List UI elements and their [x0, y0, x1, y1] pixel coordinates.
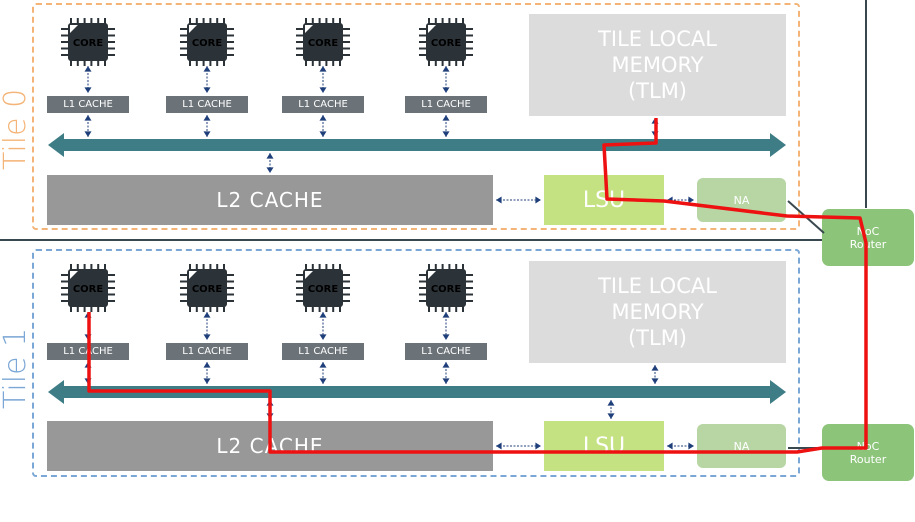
- core-chip-icon: CORE: [61, 18, 115, 66]
- tile-0-frame: [32, 3, 800, 230]
- l1-cache-1: L1 CACHE: [166, 96, 248, 113]
- red-data-path: [87, 118, 868, 454]
- core-label: CORE: [73, 38, 104, 49]
- core-chip-icon: CORE: [180, 18, 234, 66]
- l1-bus-arrow: [84, 115, 92, 137]
- core-l1-arrow: [203, 312, 211, 340]
- core-l1-arrow: [319, 66, 327, 93]
- l1-cache-2: L1 CACHE: [282, 96, 364, 113]
- router-line: Router: [849, 237, 887, 251]
- core-label: CORE: [192, 38, 223, 49]
- tlm-line: TILE LOCAL: [598, 27, 717, 51]
- tlm-line: MEMORY: [611, 53, 704, 77]
- l1-cache-1: L1 CACHE: [166, 343, 248, 360]
- core-label: CORE: [192, 284, 223, 295]
- bus-arrow: [48, 380, 786, 404]
- bus-lsu-arrow: [607, 400, 615, 419]
- l1-cache-3: L1 CACHE: [405, 96, 487, 113]
- l1-cache-0: L1 CACHE: [47, 96, 129, 113]
- core-l1-arrow: [442, 66, 450, 93]
- core-chip-icon: CORE: [296, 18, 350, 66]
- l1-bus-arrow: [319, 115, 327, 137]
- lsu-na-arrow: [667, 442, 694, 450]
- l1-bus-arrow: [442, 362, 450, 384]
- core-label: CORE: [308, 38, 339, 49]
- core-label: CORE: [73, 284, 104, 295]
- core-l1-arrow: [442, 312, 450, 340]
- router-line: Router: [849, 452, 887, 466]
- l1-cache-3: L1 CACHE: [405, 343, 487, 360]
- lsu-block: LSU: [544, 421, 664, 471]
- l1-bus-arrow: [203, 362, 211, 384]
- bus-l2-arrow: [266, 153, 274, 173]
- core-chip-icon: CORE: [419, 18, 473, 66]
- l1-cache-2: L1 CACHE: [282, 343, 364, 360]
- core-label: CORE: [308, 284, 339, 295]
- l2-cache: L2 CACHE: [47, 175, 493, 225]
- core-label: CORE: [431, 284, 462, 295]
- core-l1-arrow: [319, 312, 327, 340]
- tlm-line: MEMORY: [611, 300, 704, 324]
- tlm-line: (TLM): [627, 326, 688, 350]
- tlm-line: TILE LOCAL: [598, 274, 717, 298]
- core-chip-icon: CORE: [61, 264, 115, 312]
- l1-bus-arrow: [319, 362, 327, 384]
- core-chip-icon: CORE: [419, 264, 473, 312]
- l1-bus-arrow: [442, 115, 450, 137]
- tlm-line: (TLM): [627, 79, 688, 103]
- tlm-bus-arrow: [651, 365, 659, 384]
- l2-lsu-arrow: [496, 196, 541, 204]
- bus-arrow: [48, 133, 786, 157]
- core-l1-arrow: [84, 66, 92, 93]
- l1-bus-arrow: [203, 115, 211, 137]
- core-chip-icon: CORE: [296, 264, 350, 312]
- core-l1-arrow: [203, 66, 211, 93]
- network-adapter: NA: [697, 424, 786, 468]
- tile-1-frame: [32, 249, 800, 477]
- l2-lsu-arrow: [496, 442, 541, 450]
- core-chip-icon: CORE: [180, 264, 234, 312]
- core-label: CORE: [431, 38, 462, 49]
